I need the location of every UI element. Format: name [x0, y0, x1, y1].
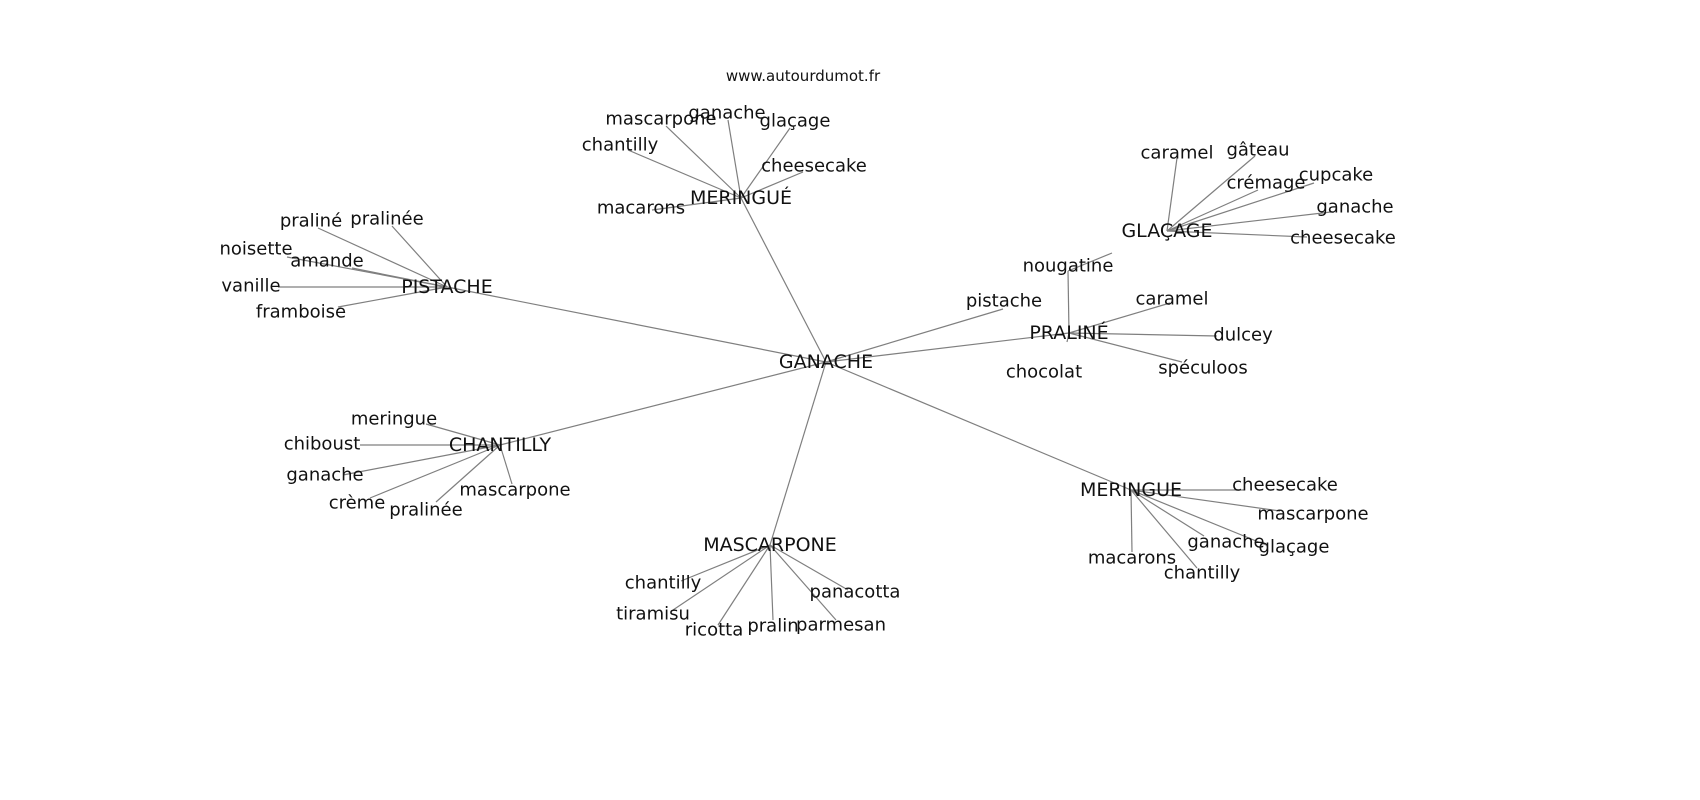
edge-glacage-4: [1166, 211, 1332, 232]
leaf-node-meringue-accent-2: glaçage: [760, 111, 831, 132]
leaf-node-praline-hub-0: pistache: [966, 291, 1042, 312]
leaf-node-chantilly-hub-1: chiboust: [284, 434, 361, 455]
leaf-node-chantilly-hub-4: pralinée: [389, 500, 462, 521]
hub-node-meringue-accent: MERINGUÉ: [690, 186, 792, 209]
leaf-node-glacage-4: ganache: [1316, 197, 1393, 218]
leaf-node-mascarpone-hub-2: ricotta: [685, 620, 743, 641]
edge-glacage-5: [1166, 230, 1308, 238]
leaf-node-meringue-accent-4: cheesecake: [761, 156, 867, 177]
edge-center-chantilly-hub: [499, 361, 827, 446]
edge-meringue-accent-2: [740, 127, 791, 199]
leaf-node-pistache-3: amande: [290, 251, 364, 272]
edges-layer: [278, 119, 1332, 626]
leaf-node-mascarpone-hub-4: parmesan: [796, 615, 886, 636]
edge-praline-hub-2: [1068, 302, 1171, 334]
leaf-node-praline-hub-5: chocolat: [1006, 362, 1082, 383]
edge-praline-hub-1: [1067, 270, 1070, 334]
edge-mascarpone-hub-4: [769, 544, 837, 621]
edge-glacage-2: [1166, 189, 1259, 232]
leaf-node-mascarpone-hub-3: pralin: [747, 616, 798, 637]
edge-praline-hub-3: [1068, 332, 1218, 337]
edge-meringue-accent-0: [665, 125, 742, 199]
leaf-node-glacage-1: gâteau: [1226, 140, 1289, 161]
leaf-node-glacage-0: caramel: [1141, 143, 1214, 164]
leaf-node-chantilly-hub-0: meringue: [351, 409, 437, 430]
leaf-node-praline-hub-2: caramel: [1136, 289, 1209, 310]
hub-node-chantilly-hub: CHANTILLY: [449, 434, 552, 456]
site-watermark: www.autourdumot.fr: [726, 67, 881, 85]
hub-node-praline-hub: PRALINÉ: [1029, 321, 1108, 344]
edge-chantilly-hub-4: [435, 444, 501, 503]
edge-glacage-3: [1166, 182, 1315, 232]
edge-center-meringue-accent: [740, 197, 827, 363]
leaf-node-meringue-accent-3: chantilly: [582, 135, 659, 156]
edge-pistache-1: [391, 225, 448, 288]
edge-center-mascarpone-hub: [769, 361, 827, 546]
hub-node-meringue-plain: MERINGUE: [1080, 479, 1182, 501]
edge-meringue-accent-3: [627, 149, 742, 199]
edge-meringue-accent-5: [651, 197, 742, 211]
leaf-node-meringue-accent-1: ganache: [688, 103, 765, 124]
leaf-node-pistache-4: vanille: [221, 276, 280, 297]
nodes-layer: GANACHE PISTACHE MERINGUÉ PRALINÉ GLAÇAGE CHA…: [219, 103, 1395, 641]
edge-pistache-0: [317, 227, 448, 288]
leaf-node-meringue-accent-0: mascarpone: [605, 109, 716, 130]
edge-praline-hub-4: [1068, 332, 1183, 363]
edge-mascarpone-hub-1: [672, 544, 771, 611]
leaf-node-pistache-2: noisette: [219, 239, 292, 260]
leaf-node-praline-hub-4: spéculoos: [1158, 358, 1248, 379]
edge-glacage-1: [1166, 155, 1256, 232]
hub-node-glacage: GLAÇAGE: [1121, 220, 1212, 242]
leaf-node-mascarpone-hub-1: tiramisu: [616, 604, 690, 625]
leaf-node-mascarpone-hub-5: panacotta: [810, 582, 901, 603]
edge-chantilly-hub-0: [425, 423, 501, 446]
leaf-node-praline-hub-3: dulcey: [1213, 325, 1273, 346]
edge-meringue-plain-3: [1130, 489, 1267, 546]
hub-node-pistache: PISTACHE: [401, 276, 492, 298]
leaf-node-praline-hub-1: nougatine: [1023, 256, 1114, 277]
center-node-label: GANACHE: [779, 351, 873, 373]
leaf-node-meringue-accent-5: macarons: [597, 198, 685, 219]
edge-meringue-accent-1: [727, 119, 742, 199]
edge-mascarpone-hub-0: [680, 544, 771, 582]
edge-meringue-plain-1: [1130, 489, 1281, 512]
leaf-node-pistache-0: praliné: [280, 211, 342, 232]
leaf-node-glacage-5: cheesecake: [1290, 228, 1396, 249]
edge-chantilly-hub-3: [369, 444, 501, 499]
edge-center-pistache: [446, 286, 827, 363]
edge-mascarpone-hub-2: [717, 544, 771, 626]
leaf-node-chantilly-hub-2: ganache: [286, 465, 363, 486]
edge-glacage-0: [1166, 157, 1178, 232]
leaf-node-meringue-plain-0: cheesecake: [1232, 475, 1338, 496]
leaf-node-meringue-plain-4: macarons: [1088, 548, 1176, 569]
leaf-node-pistache-5: framboise: [256, 302, 346, 323]
edge-center-meringue-plain: [825, 361, 1132, 491]
leaf-node-chantilly-hub-5: mascarpone: [459, 480, 570, 501]
leaf-node-meringue-plain-3: glaçage: [1259, 537, 1330, 558]
leaf-node-chantilly-hub-3: crème: [329, 493, 386, 514]
edge-praline-hub-0: [825, 308, 1004, 363]
leaf-node-glacage-2: crémage: [1226, 173, 1305, 194]
edge-chantilly-hub-5: [499, 444, 513, 485]
leaf-node-mascarpone-hub-0: chantilly: [625, 573, 702, 594]
leaf-node-meringue-plain-5: chantilly: [1164, 563, 1241, 584]
edge-praline-hub-5: [1066, 332, 1070, 343]
edge-mascarpone-hub-3: [769, 544, 774, 621]
leaf-node-meringue-plain-2: ganache: [1187, 532, 1264, 553]
edge-meringue-accent-4: [740, 171, 804, 199]
edge-meringue-plain-4: [1130, 489, 1133, 553]
edge-meringue-plain-5: [1130, 489, 1198, 569]
edge-mascarpone-hub-5: [769, 544, 849, 591]
edge-pistache-5: [337, 286, 448, 308]
leaf-node-pistache-1: pralinée: [350, 209, 423, 230]
leaf-node-meringue-plain-1: mascarpone: [1257, 504, 1368, 525]
edge-chantilly-hub-2: [342, 444, 501, 476]
edge-meringue-plain-2: [1130, 489, 1205, 537]
edge-pistache-3: [351, 267, 448, 288]
hub-node-mascarpone-hub: MASCARPONE: [703, 534, 837, 556]
leaf-node-glacage-3: cupcake: [1299, 165, 1374, 186]
edge-center-praline-hub: [825, 332, 1070, 363]
edge-nougatine-glacage: [1067, 252, 1113, 272]
